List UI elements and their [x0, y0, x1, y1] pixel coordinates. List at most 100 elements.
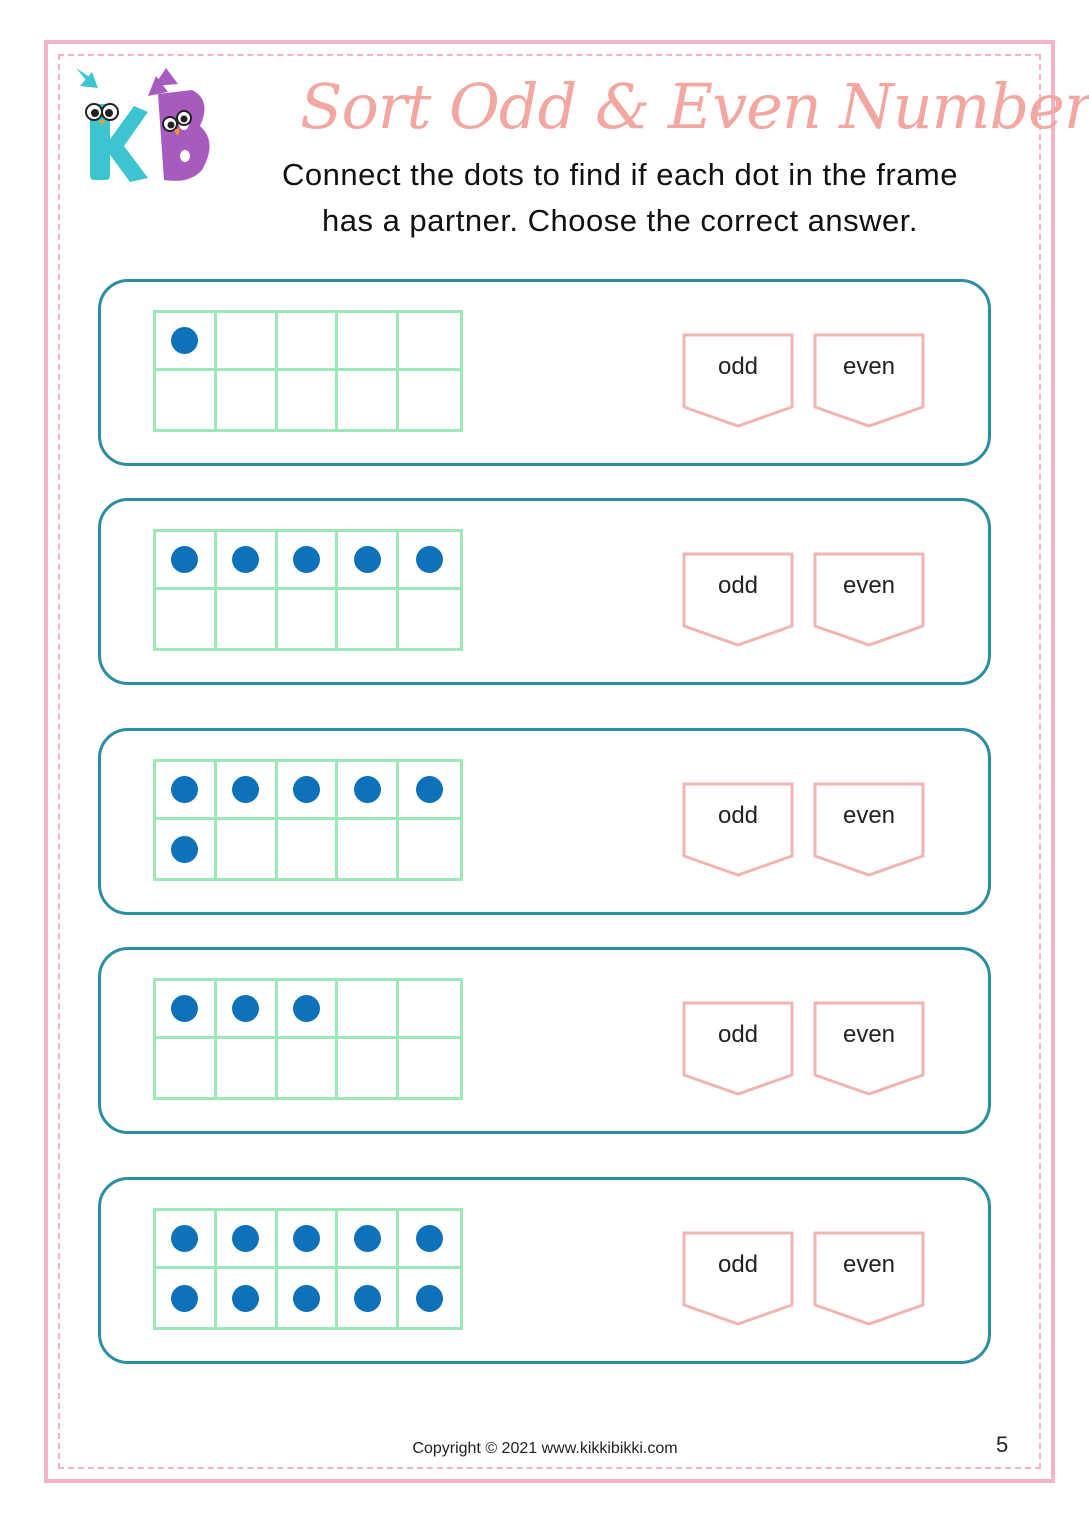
ten-frame-cell: [399, 820, 460, 878]
ten-frame-cell: [156, 1269, 217, 1327]
ten-frame-cell: [338, 1269, 400, 1327]
counter-dot: [292, 1284, 320, 1312]
odd-tag-label: odd: [717, 572, 759, 599]
even-answer-tag[interactable]: even: [813, 1231, 925, 1327]
odd-answer-tag[interactable]: odd: [682, 552, 794, 648]
ten-frame: [153, 529, 463, 651]
ten-frame-cell: [399, 590, 460, 648]
ten-frame-cell: [278, 371, 339, 429]
tag-shape: [813, 782, 925, 877]
counter-dot: [232, 1225, 260, 1252]
ten-frame-cell: [156, 762, 217, 820]
counter-dot: [171, 835, 199, 863]
ten-frame-cell: [217, 371, 278, 429]
ten-frame-cell: [156, 371, 217, 429]
odd-tag-label: odd: [717, 1021, 759, 1048]
ten-frame: [153, 759, 463, 881]
counter-dot: [416, 1225, 444, 1252]
counter-dot: [171, 327, 199, 354]
tag-shape: [813, 333, 925, 428]
ten-frame-cell: [338, 1039, 400, 1097]
ten-frame-cell: [217, 820, 278, 878]
ten-frame-cell: [217, 1269, 278, 1327]
even-answer-tag[interactable]: even: [813, 552, 925, 648]
ten-frame-cell: [338, 1211, 400, 1269]
tag-shape: [682, 782, 794, 877]
tag-shape: [813, 1231, 925, 1326]
counter-dot: [353, 776, 381, 803]
counter-dot: [171, 1225, 199, 1252]
counter-dot: [292, 546, 320, 573]
ten-frame-cell: [277, 1211, 339, 1269]
counter-dot: [232, 776, 260, 803]
instructions: Connect the dots to find if each dot in …: [240, 152, 1000, 244]
tag-shape: [682, 552, 794, 647]
even-answer-tag[interactable]: even: [813, 782, 925, 878]
ten-frame-cell: [338, 762, 400, 820]
counter-dot: [232, 546, 260, 573]
even-tag-label: even: [842, 353, 896, 380]
ten-frame-cell: [277, 762, 339, 820]
ten-frame-cell: [216, 981, 278, 1039]
counter-dot: [292, 776, 320, 803]
ten-frame-cell: [278, 1269, 339, 1327]
counter-dot: [292, 1225, 320, 1252]
even-tag-label: even: [842, 572, 896, 599]
odd-tag-label: odd: [717, 1251, 759, 1278]
ten-frame: [153, 1208, 463, 1330]
ten-frame-cell: [217, 1039, 278, 1097]
counter-dot: [416, 1284, 444, 1312]
ten-frame-cell: [156, 532, 217, 590]
odd-answer-tag[interactable]: odd: [682, 1001, 794, 1097]
page-border-inner: [58, 54, 1041, 1469]
ten-frame-cell: [338, 590, 400, 648]
ten-frame-cell: [216, 532, 278, 590]
ten-frame-cell: [277, 313, 339, 371]
counter-dot: [353, 546, 381, 573]
even-answer-tag[interactable]: even: [813, 1001, 925, 1097]
counter-dot: [232, 1284, 260, 1312]
ten-frame-cell: [338, 371, 400, 429]
ten-frame-cell: [278, 820, 339, 878]
problem-card: odd even: [98, 498, 991, 685]
ten-frame: [153, 310, 463, 432]
problem-card: odd even: [98, 728, 991, 915]
ten-frame-cell: [399, 1039, 460, 1097]
counter-dot: [353, 1284, 381, 1312]
counter-dot: [292, 995, 320, 1022]
ten-frame-cell: [278, 1039, 339, 1097]
ten-frame-cell: [399, 313, 460, 371]
tag-shape: [682, 1231, 794, 1326]
odd-answer-tag[interactable]: odd: [682, 782, 794, 878]
ten-frame-cell: [399, 1211, 460, 1269]
ten-frame-cell: [216, 313, 278, 371]
instruction-line-1: Connect the dots to find if each dot in …: [282, 157, 958, 192]
tag-shape: [813, 552, 925, 647]
even-tag-label: even: [842, 1251, 896, 1278]
counter-dot: [232, 995, 260, 1022]
page-border-outer: [44, 40, 1055, 1483]
odd-answer-tag[interactable]: odd: [682, 333, 794, 429]
ten-frame-cell: [399, 532, 460, 590]
ten-frame-cell: [338, 981, 400, 1039]
counter-dot: [171, 1284, 199, 1312]
instruction-line-2: has a partner. Choose the correct answer…: [321, 203, 919, 238]
even-tag-label: even: [842, 1021, 896, 1048]
ten-frame-cell: [277, 532, 339, 590]
page-title: Sort Odd & Even Numbers: [300, 70, 1089, 143]
ten-frame-cell: [216, 762, 278, 820]
ten-frame-cell: [338, 532, 400, 590]
odd-tag-label: odd: [717, 802, 759, 829]
ten-frame-cell: [399, 762, 460, 820]
counter-dot: [171, 776, 199, 803]
ten-frame-cell: [156, 1211, 217, 1269]
ten-frame-cell: [217, 590, 278, 648]
tag-shape: [813, 1001, 925, 1096]
ten-frame-cell: [156, 981, 217, 1039]
problem-card: odd even: [98, 947, 991, 1134]
odd-tag-label: odd: [717, 353, 759, 380]
even-answer-tag[interactable]: even: [813, 333, 925, 429]
odd-answer-tag[interactable]: odd: [682, 1231, 794, 1327]
ten-frame: [153, 978, 463, 1100]
ten-frame-cell: [399, 371, 460, 429]
